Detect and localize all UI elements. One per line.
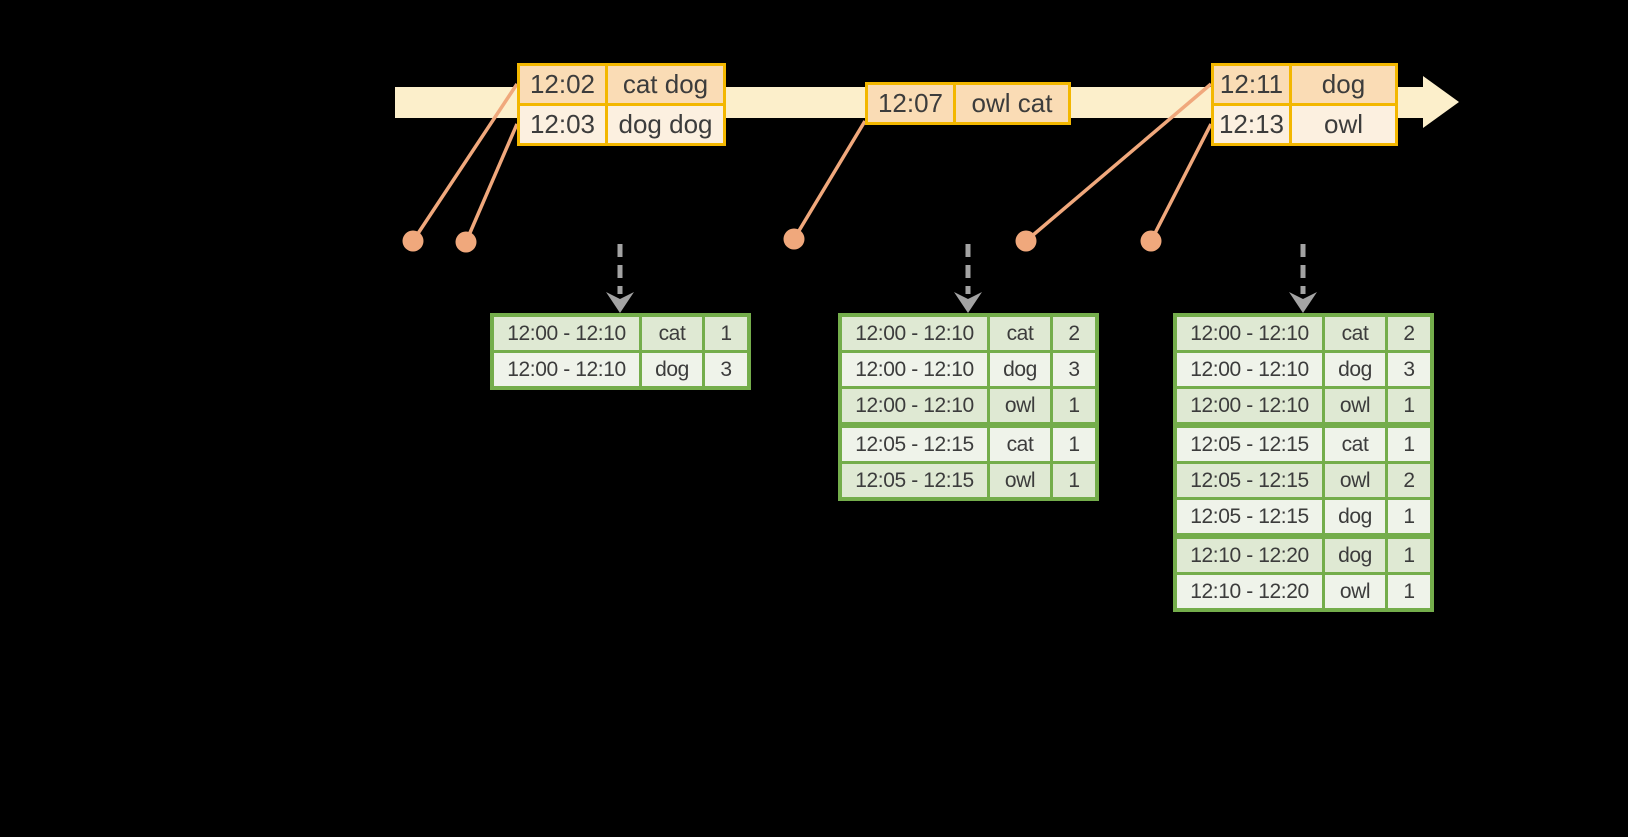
window-cell: 12:00 - 12:10 (1177, 317, 1322, 350)
window-cell: 12:00 - 12:10 (1177, 389, 1322, 422)
event-dot-icon (455, 231, 477, 253)
words-cell: dog dog (608, 106, 723, 143)
event-dot-icon (1015, 230, 1037, 252)
event-connector-line (1149, 123, 1213, 242)
window-cell: 12:10 - 12:20 (1177, 539, 1322, 572)
time-cell: 12:11 (1214, 66, 1289, 103)
event-dot-icon (783, 228, 805, 250)
count-cell: 1 (1053, 428, 1095, 461)
down-arrow-icon (606, 292, 634, 313)
timeline-arrow-head-icon (1423, 76, 1459, 128)
word-cell: cat (1325, 428, 1385, 461)
trigger-arrows (606, 244, 1317, 313)
window-cell: 12:05 - 12:15 (1177, 500, 1322, 533)
word-cell: owl (1325, 575, 1385, 608)
window-cell: 12:00 - 12:10 (494, 317, 639, 350)
event-dot-icon (1140, 230, 1162, 252)
event-connectors (402, 82, 1213, 253)
window-cell: 12:00 - 12:10 (1177, 353, 1322, 386)
count-cell: 3 (705, 353, 747, 386)
words-cell: owl cat (956, 85, 1068, 122)
word-cell: dog (1325, 539, 1385, 572)
event-connector-line (464, 123, 519, 243)
window-cell: 12:05 - 12:15 (842, 464, 987, 497)
event-connector-line (411, 83, 519, 242)
word-cell: cat (990, 317, 1050, 350)
count-cell: 1 (1388, 539, 1430, 572)
word-cell: owl (990, 389, 1050, 422)
word-cell: cat (642, 317, 702, 350)
word-cell: owl (990, 464, 1050, 497)
count-cell: 1 (1388, 389, 1430, 422)
time-cell: 12:02 (520, 66, 605, 103)
word-cell: dog (642, 353, 702, 386)
time-cell: 12:03 (520, 106, 605, 143)
word-cell: owl (1325, 389, 1385, 422)
window-cell: 12:00 - 12:10 (842, 389, 987, 422)
down-arrow-icon (954, 292, 982, 313)
words-cell: owl (1292, 106, 1395, 143)
event-connector-line (792, 120, 867, 240)
word-cell: cat (990, 428, 1050, 461)
count-cell: 3 (1388, 353, 1430, 386)
count-cell: 3 (1053, 353, 1095, 386)
word-cell: dog (1325, 353, 1385, 386)
time-cell: 12:13 (1214, 106, 1289, 143)
words-cell: cat dog (608, 66, 723, 103)
event-connector-line (1024, 82, 1213, 243)
window-cell: 12:00 - 12:10 (842, 353, 987, 386)
count-cell: 1 (705, 317, 747, 350)
count-cell: 2 (1388, 464, 1430, 497)
time-cell: 12:07 (868, 85, 953, 122)
window-cell: 12:10 - 12:20 (1177, 575, 1322, 608)
words-cell: dog (1292, 66, 1395, 103)
count-cell: 2 (1053, 317, 1095, 350)
window-cell: 12:05 - 12:15 (1177, 464, 1322, 497)
count-cell: 1 (1388, 575, 1430, 608)
word-cell: dog (990, 353, 1050, 386)
down-arrow-icon (1289, 292, 1317, 313)
count-cell: 1 (1053, 389, 1095, 422)
word-cell: dog (1325, 500, 1385, 533)
event-dot-icon (402, 230, 424, 252)
count-cell: 1 (1053, 464, 1095, 497)
word-cell: owl (1325, 464, 1385, 497)
count-cell: 2 (1388, 317, 1430, 350)
count-cell: 1 (1388, 500, 1430, 533)
window-cell: 12:00 - 12:10 (494, 353, 639, 386)
word-cell: cat (1325, 317, 1385, 350)
window-cell: 12:05 - 12:15 (842, 428, 987, 461)
window-cell: 12:05 - 12:15 (1177, 428, 1322, 461)
window-cell: 12:00 - 12:10 (842, 317, 987, 350)
count-cell: 1 (1388, 428, 1430, 461)
